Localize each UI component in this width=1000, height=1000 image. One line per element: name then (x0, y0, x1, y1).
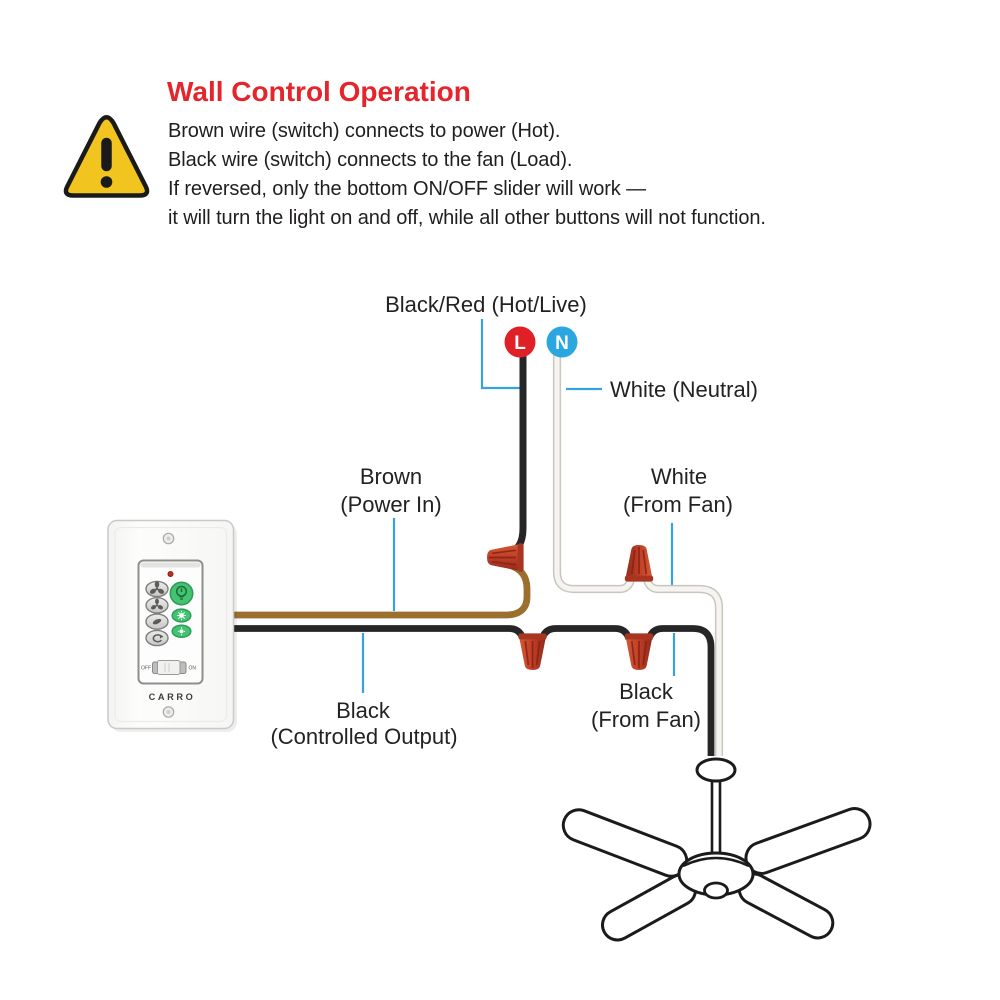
light-bulb-icon (175, 585, 188, 600)
instruction-line-1: Brown wire (switch) connects to power (H… (168, 120, 560, 142)
fan-blade-upper-left (561, 808, 689, 878)
wall-control-device: OFF ON CARRO (107, 519, 237, 732)
instruction-line-3: If reversed, only the bottom ON/OFF slid… (168, 178, 646, 200)
slider-knob-ridges (164, 663, 170, 672)
instruction-line-4: it will turn the light on and off, while… (168, 207, 766, 229)
light-toggle-button[interactable] (169, 581, 194, 606)
light-buttons (169, 581, 194, 639)
slider-on-label: ON (189, 666, 197, 672)
white-wire (554, 352, 722, 756)
wire-nut-black-2 (623, 632, 655, 671)
neutral-wire-label: White (Neutral) (610, 377, 758, 402)
screw-bottom-slot (166, 710, 171, 714)
ceiling-fan-illustration (561, 757, 872, 942)
fan-reverse-button[interactable] (145, 629, 169, 647)
onoff-slider: OFF ON (141, 660, 197, 675)
hot-callout-line (480, 319, 521, 390)
neutral-terminal-badge (546, 326, 578, 358)
fan-blade-upper-right (744, 807, 872, 875)
fan-low-icon (152, 618, 162, 625)
fan-reverse-icon (152, 634, 162, 643)
fan-downrod (710, 770, 722, 862)
black-fan-label-line2: (From Fan) (591, 707, 701, 732)
led-indicator (167, 571, 174, 578)
panel-inset-shade (140, 562, 201, 568)
neutral-terminal-letter: N (555, 333, 569, 354)
black-output-label-line1: Black (336, 698, 391, 723)
black-fan-label-line1: Black (619, 679, 674, 704)
terminal-badges: L N (504, 326, 578, 358)
instruction-line-2: Black wire (switch) connects to the fan … (168, 149, 572, 171)
white-fan-label-line1: White (651, 464, 707, 489)
diagram-labels: Black/Red (Hot/Live) White (Neutral) Bro… (270, 292, 757, 749)
brand-label: CARRO (149, 692, 196, 702)
black-output-label-line2: (Controlled Output) (270, 724, 457, 749)
page-title: Wall Control Operation (167, 76, 471, 107)
wire-nut-neutral (623, 544, 655, 583)
warning-triangle-icon (63, 115, 150, 198)
screw-top-slot (166, 536, 171, 541)
fan-light-globe (703, 881, 729, 900)
live-terminal-badge (504, 326, 536, 358)
white-fan-label-line2: (From Fan) (623, 492, 733, 517)
brightness-down-icon (177, 627, 186, 636)
brown-wire (228, 561, 531, 619)
fan-reverse-arrowhead (159, 634, 164, 639)
brown-wire-label-line1: Brown (360, 464, 422, 489)
fan-canopy (695, 757, 737, 783)
callout-lines (361, 319, 676, 693)
live-terminal-letter: L (514, 333, 526, 354)
fan-speed-buttons (145, 580, 169, 647)
wire-nut-hot (486, 542, 525, 573)
brightness-up-icon (177, 610, 186, 621)
slider-off-label: OFF (141, 666, 151, 672)
wall-plate-bevel (114, 526, 228, 723)
hot-wire-label: Black/Red (Hot/Live) (385, 292, 587, 317)
brown-wire-label-line2: (Power In) (340, 492, 441, 517)
wire-nut-black-1 (517, 632, 548, 671)
fan-housing-rim (682, 856, 750, 868)
black-hot-wire (504, 352, 527, 558)
